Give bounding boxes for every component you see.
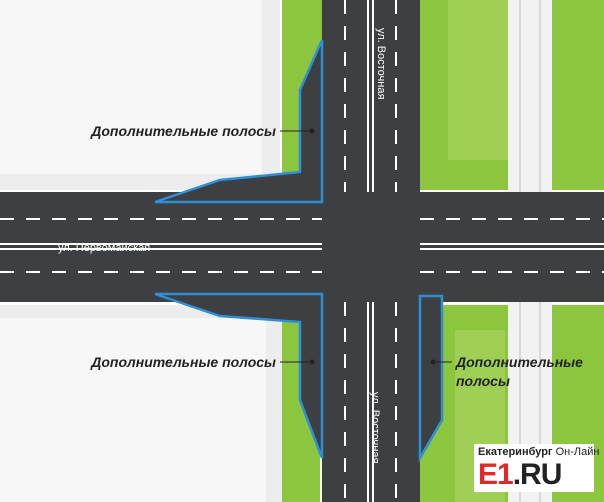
ew-center-double-line [0,243,604,250]
brand-logo-main: E1 [478,458,514,491]
added-lane-nw [154,39,324,204]
callout-lower-right-line1: Дополнительные [455,354,583,370]
callout-leader-upper-left [280,128,315,134]
callout-upper-left: Дополнительные полосы [90,123,276,139]
brand-logo-domain: .RU [512,458,563,491]
brand-city-line: Екатеринбург Он-Лайн [478,446,599,458]
ew-lane-dashes [0,218,604,273]
callout-lower-left: Дополнительные полосы [90,354,276,370]
city-block-sw-inner [0,318,266,502]
city-block-nw-inner [0,0,262,174]
callout-leader-lower-left [280,359,315,365]
brand-suffix: Он-Лайн [555,446,600,458]
road-pervomayskaya [0,192,604,302]
ns-lane-dashes [344,0,397,502]
callout-leader-lower-right [430,359,452,365]
added-lane-se [418,294,444,463]
brand-watermark: Екатеринбург Он-Лайн E1.RU [474,444,599,492]
street-label-vostochnaya-bottom: ул. Восточная [369,392,381,463]
ns-center-double-line [367,0,374,502]
callout-lower-right-line2: полосы [456,373,510,389]
grass-area-ne-light [448,0,510,160]
added-lane-sw [154,292,324,459]
brand-city: Екатеринбург [478,446,553,458]
street-label-pervomayskaya: ул. Первомайская [58,242,150,254]
brand-logo: E1.RU [478,458,563,492]
street-label-vostochnaya-top: ул. Восточная [375,28,387,99]
